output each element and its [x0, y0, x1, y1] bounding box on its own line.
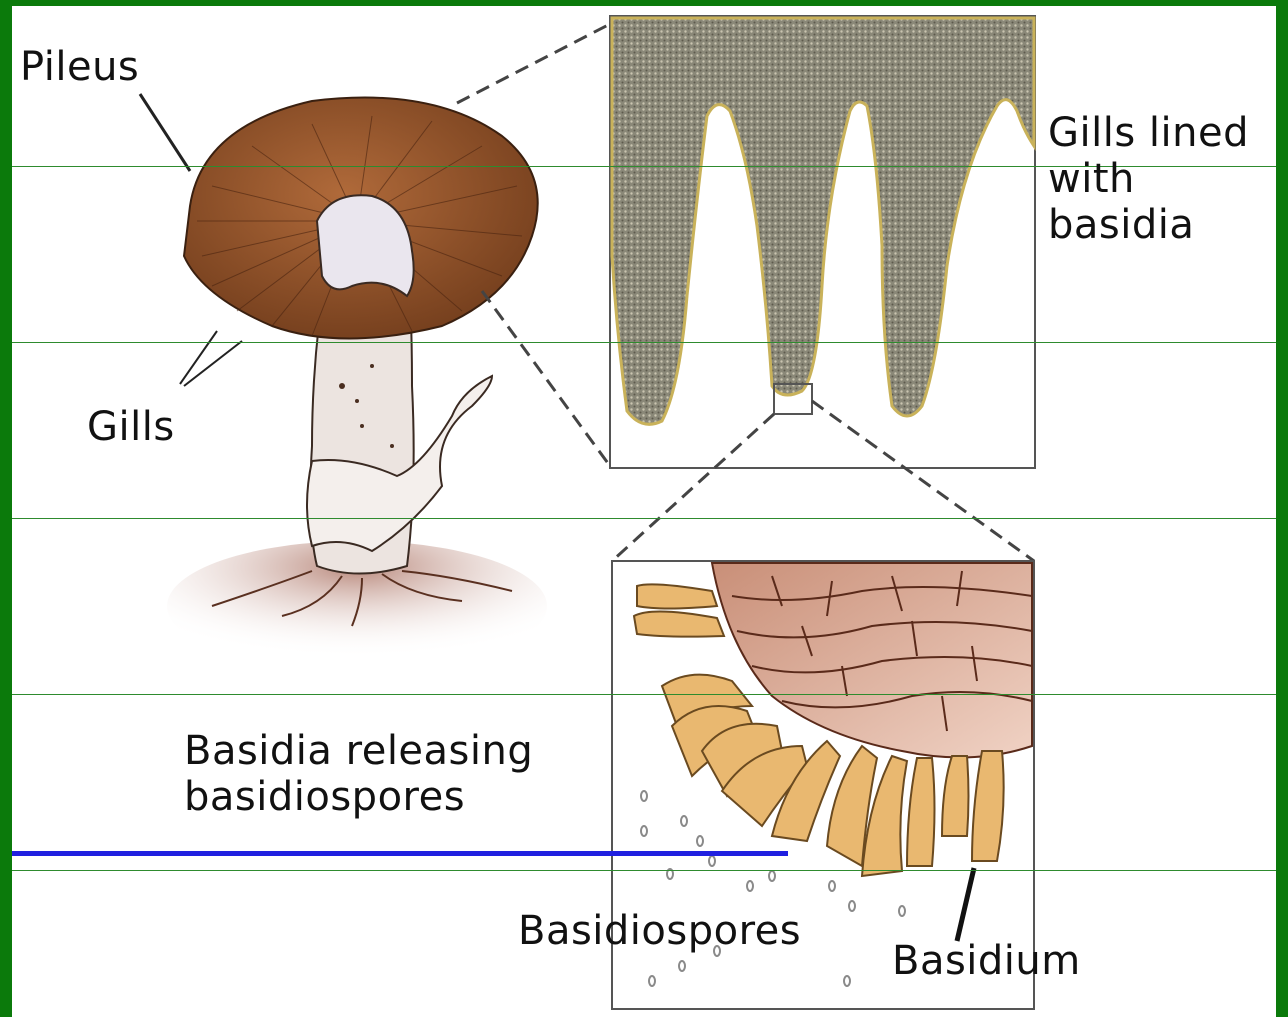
- guide-line-4: [12, 694, 1276, 695]
- label-gills: Gills: [87, 404, 175, 450]
- gills-pointer-2: [184, 341, 242, 386]
- guide-line-5: [12, 870, 1276, 871]
- guide-line-2: [12, 342, 1276, 343]
- label-basidium: Basidium: [892, 938, 1081, 984]
- guide-line-3: [12, 518, 1276, 519]
- diagram-canvas: Pileus Gills Gills lined with basidia Ba…: [12, 6, 1276, 1017]
- label-basidiospores: Basidiospores: [518, 908, 801, 954]
- label-basidia-releasing: Basidia releasing basidiospores: [184, 728, 533, 820]
- label-pileus: Pileus: [20, 44, 139, 90]
- gills-pointer-1: [180, 331, 217, 384]
- blue-pointer-line: [12, 851, 788, 856]
- zoom-line-1: [457, 24, 610, 103]
- zoom-line-2: [482, 291, 610, 466]
- pileus-pointer: [140, 94, 190, 171]
- label-gills-lined: Gills lined with basidia: [1048, 110, 1249, 248]
